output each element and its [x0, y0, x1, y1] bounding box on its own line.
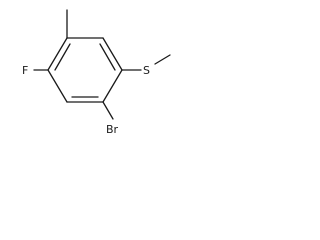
double-bond-inner-line: [54, 43, 71, 71]
s-methyl-bond: [154, 54, 171, 65]
ring-bond: [102, 69, 123, 103]
bromine-atom-label: Br: [106, 123, 119, 136]
double-bond-inner-line: [99, 43, 116, 71]
ring-bond: [47, 69, 68, 103]
chemical-structure-diagram: F S Br: [22, 9, 171, 136]
ring-bond: [102, 37, 123, 71]
ring-bond: [47, 37, 68, 71]
bromine-bond: [102, 101, 114, 120]
fluorine-atom-label: F: [22, 64, 28, 77]
sulfur-atom-label: S: [143, 64, 150, 77]
benzene-ring: [47, 37, 123, 103]
